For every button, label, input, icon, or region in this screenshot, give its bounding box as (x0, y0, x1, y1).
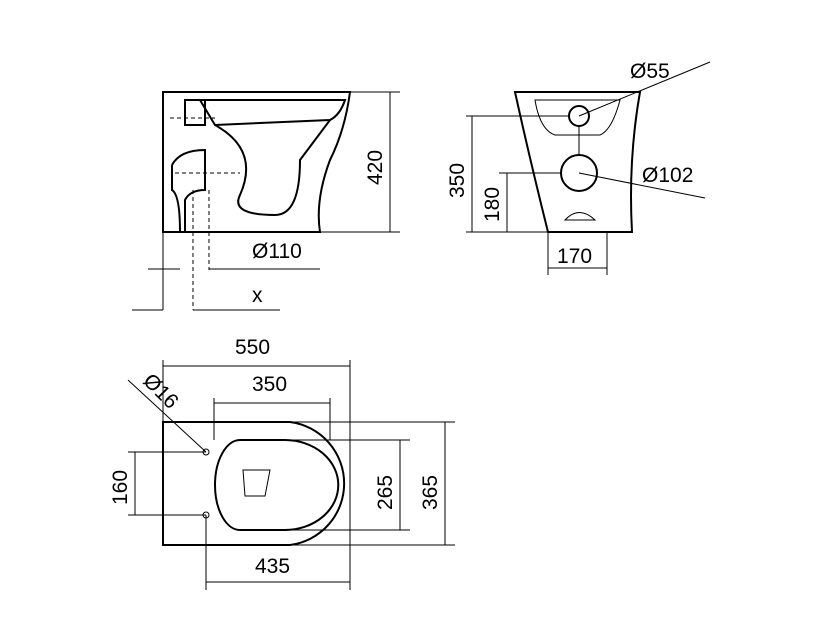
top-fixing-length-label: 435 (255, 555, 290, 578)
side-view: 420 Ø110 x (132, 91, 400, 311)
top-seat-width-label: 265 (374, 475, 397, 510)
side-pipe-diameter-label: Ø110 (252, 240, 302, 263)
top-fixing-spacing-label: 160 (109, 470, 132, 505)
top-view: 550 350 Ø16 160 265 365 435 (109, 336, 455, 590)
rear-height-lower-label: 180 (481, 187, 504, 222)
rear-view: 350 180 Ø55 Ø102 170 (446, 60, 711, 275)
side-offset-label: x (252, 284, 263, 307)
side-height-label: 420 (364, 150, 387, 185)
top-seat-length-label: 350 (252, 373, 287, 396)
rear-upper-hole-label: Ø55 (630, 60, 670, 83)
top-fixing-hole-label: Ø16 (138, 369, 182, 413)
rear-width-label: 170 (557, 245, 592, 268)
top-length-label: 550 (235, 336, 270, 359)
rear-lower-hole-label: Ø102 (642, 164, 693, 187)
rear-height-upper-label: 350 (446, 163, 469, 198)
top-width-label: 365 (419, 475, 442, 510)
